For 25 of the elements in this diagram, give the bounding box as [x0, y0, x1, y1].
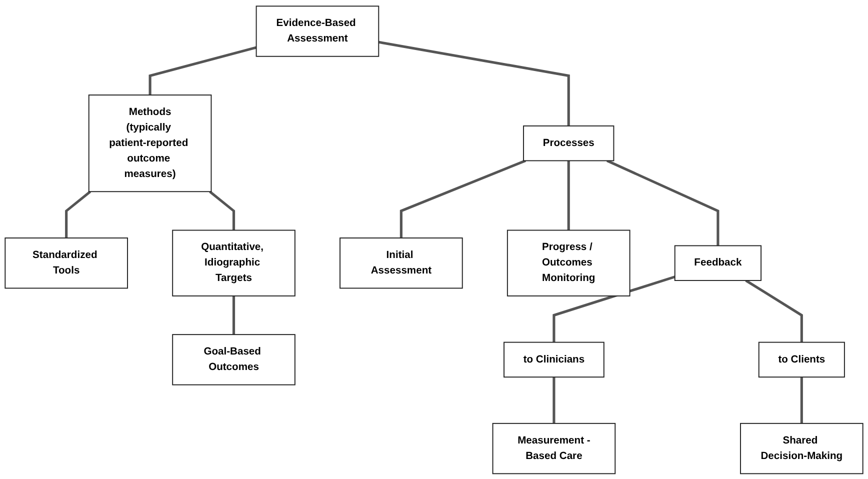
node-box: Standardized Tools: [4, 237, 128, 288]
node-box: Feedback: [674, 244, 762, 281]
node-box: Evidence-Based Assessment: [256, 5, 380, 56]
connector: [148, 46, 257, 95]
connector: [745, 278, 803, 342]
node-box: Goal-Based Outcomes: [172, 334, 296, 385]
connector: [378, 40, 570, 126]
node-box: Processes: [523, 125, 614, 161]
node-box: Shared Decision-Making: [740, 422, 864, 474]
connector: [400, 159, 526, 238]
connector: [800, 376, 803, 424]
node-box: Initial Assessment: [340, 237, 463, 288]
connector: [209, 190, 236, 230]
connector: [606, 159, 720, 246]
node-box: Quantitative, Idiographic Targets: [172, 229, 296, 296]
node-box: to Clients: [758, 341, 845, 378]
connector: [65, 190, 92, 238]
node-box: Progress / Outcomes Monitoring: [506, 229, 630, 296]
connector: [552, 275, 676, 342]
connector: [567, 160, 570, 230]
connector: [552, 376, 556, 424]
node-box: to Clinicians: [504, 341, 604, 378]
node-box: Measurement -Based Care: [492, 422, 616, 474]
connector: [232, 296, 236, 334]
node-box: Methods (typically patient-reported outcome measures): [88, 94, 212, 192]
